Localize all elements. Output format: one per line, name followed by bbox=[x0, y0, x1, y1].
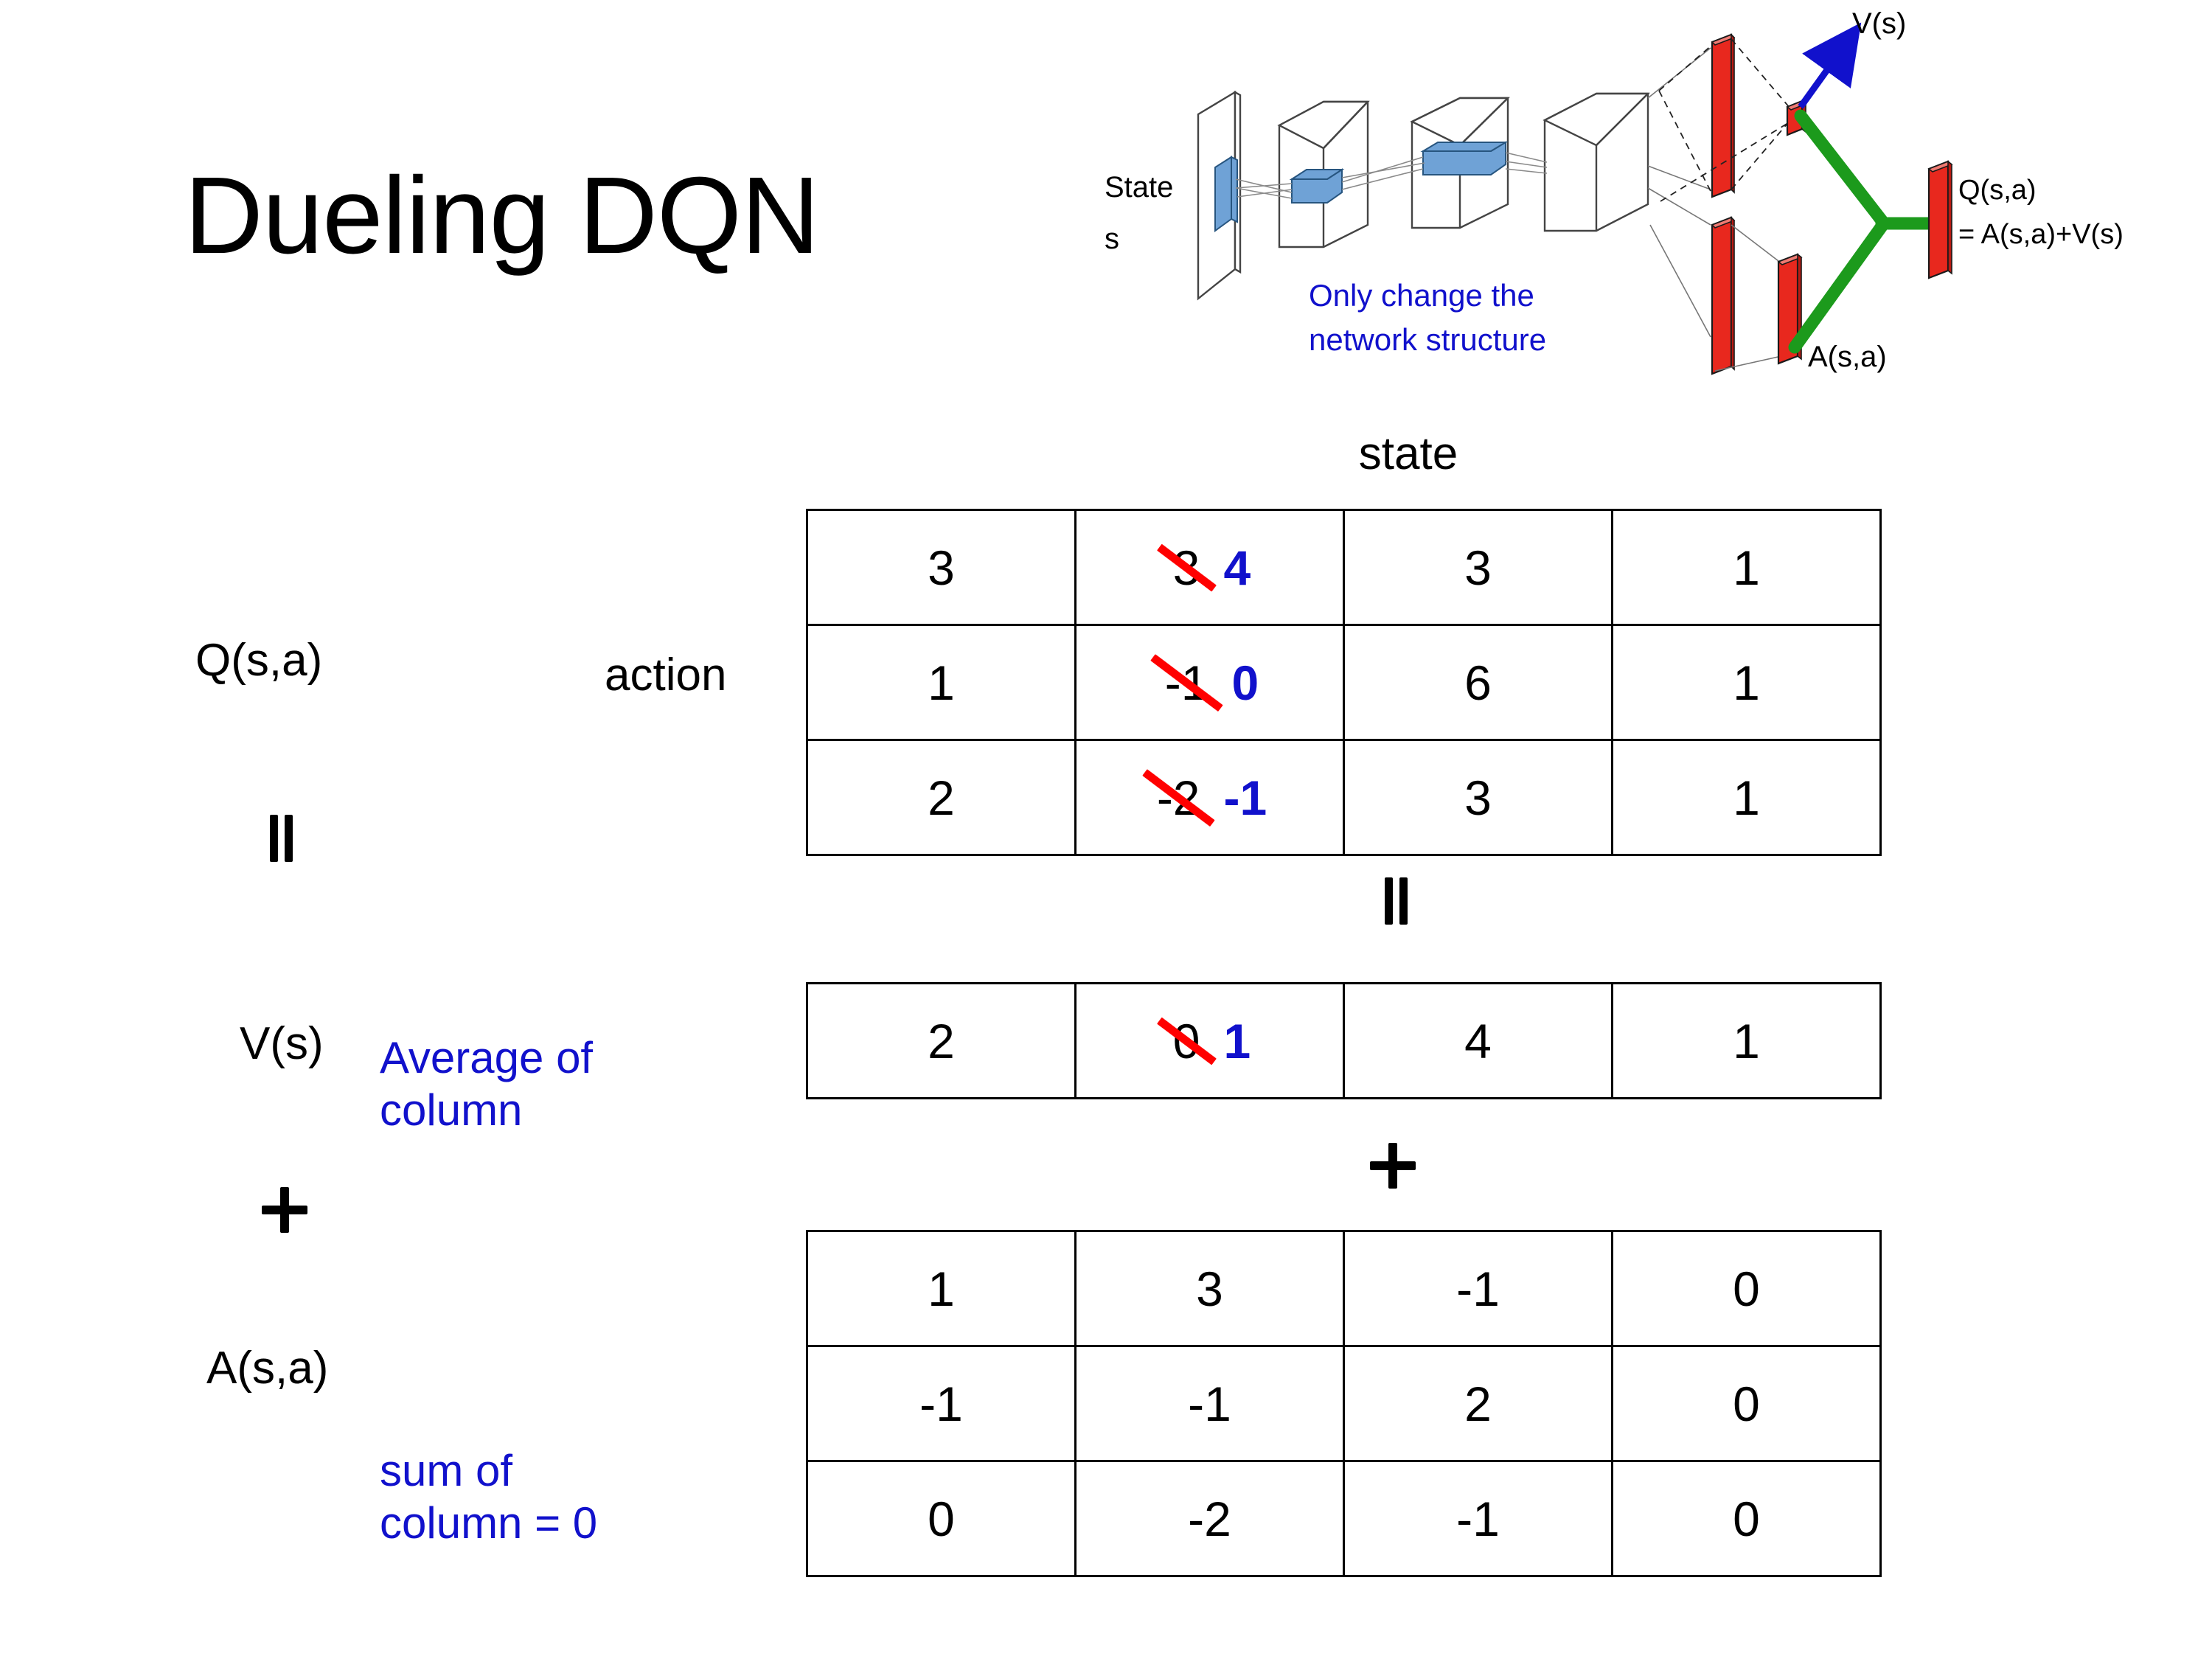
diagram-v-label: V(s) bbox=[1852, 7, 1906, 40]
a-table: 1 3 -1 0 -1 -1 2 0 0 -2 -1 0 bbox=[806, 1230, 1882, 1577]
q-cell-r1c2[interactable]: 6 bbox=[1343, 624, 1613, 741]
q-cell-r0c1-old: 3 bbox=[1169, 540, 1205, 596]
table-row: 2 0 1 4 1 bbox=[806, 982, 1882, 1099]
q-cell-r1c1-new: 0 bbox=[1231, 655, 1259, 710]
action-axis-label: action bbox=[605, 650, 727, 700]
v-cell-c1[interactable]: 0 1 bbox=[1074, 982, 1345, 1099]
q-cell-r1c1-old: -1 bbox=[1161, 655, 1213, 711]
plus-glyph bbox=[262, 1187, 307, 1233]
a-cell-r1c2[interactable]: 2 bbox=[1343, 1345, 1613, 1462]
q-cell-r0c2[interactable]: 3 bbox=[1343, 509, 1613, 626]
a-cell-r1c1[interactable]: -1 bbox=[1074, 1345, 1345, 1462]
a-cell-r0c2[interactable]: -1 bbox=[1343, 1230, 1613, 1347]
a-cell-r2c3[interactable]: 0 bbox=[1611, 1460, 1882, 1577]
q-function-label: Q(s,a) bbox=[195, 635, 323, 686]
q-cell-r2c2[interactable]: 3 bbox=[1343, 739, 1613, 856]
q-cell-r2c1[interactable]: -2 -1 bbox=[1074, 739, 1345, 856]
table-row: 1 3 -1 0 bbox=[806, 1230, 1882, 1347]
v-cell-c3[interactable]: 1 bbox=[1611, 982, 1882, 1099]
q-cell-r2c3[interactable]: 1 bbox=[1611, 739, 1882, 856]
q-cell-r1c1[interactable]: -1 0 bbox=[1074, 624, 1345, 741]
diagram-q-label-line2: = A(s,a)+V(s) bbox=[1958, 219, 2124, 250]
diagram-note-line2: network structure bbox=[1309, 322, 1546, 357]
a-function-label: A(s,a) bbox=[206, 1343, 329, 1394]
page-title: Dueling DQN bbox=[184, 155, 820, 276]
state-axis-label: state bbox=[1358, 428, 1458, 479]
table-row: 2 -2 -1 3 1 bbox=[806, 739, 1882, 856]
q-cell-r0c1-new: 4 bbox=[1223, 540, 1251, 595]
v-cell-c0[interactable]: 2 bbox=[806, 982, 1077, 1099]
a-cell-r1c0[interactable]: -1 bbox=[806, 1345, 1077, 1462]
v-cell-c2[interactable]: 4 bbox=[1343, 982, 1613, 1099]
q-table: 3 3 4 3 1 1 -1 0 6 1 2 bbox=[806, 509, 1882, 856]
q-cell-r0c1[interactable]: 3 4 bbox=[1074, 509, 1345, 626]
equals-sign-middle bbox=[1380, 877, 1410, 928]
equals-sign-left bbox=[265, 815, 295, 866]
a-cell-r0c3[interactable]: 0 bbox=[1611, 1230, 1882, 1347]
sum-note-line1: sum of bbox=[380, 1446, 513, 1495]
table-row: -1 -1 2 0 bbox=[806, 1345, 1882, 1462]
q-cell-r1c3[interactable]: 1 bbox=[1611, 624, 1882, 741]
equals-glyph bbox=[1380, 877, 1410, 925]
q-cell-r2c1-new: -1 bbox=[1223, 770, 1267, 825]
dueling-network-diagram: V(s) A(s,a) Q(s,a) bbox=[1099, 4, 2205, 406]
v-cell-c1-new: 1 bbox=[1223, 1013, 1251, 1068]
plus-sign-left bbox=[262, 1187, 307, 1237]
v-cell-c1-old: 0 bbox=[1169, 1013, 1205, 1069]
a-cell-r2c1[interactable]: -2 bbox=[1074, 1460, 1345, 1577]
a-cell-r0c1[interactable]: 3 bbox=[1074, 1230, 1345, 1347]
table-row: 0 -2 -1 0 bbox=[806, 1460, 1882, 1577]
diagram-note-line1: Only change the bbox=[1309, 278, 1534, 313]
a-cell-r0c0[interactable]: 1 bbox=[806, 1230, 1077, 1347]
average-note-line2: column bbox=[380, 1085, 523, 1135]
table-row: 3 3 4 3 1 bbox=[806, 509, 1882, 626]
plus-glyph bbox=[1370, 1143, 1416, 1189]
average-of-column-note: Average of column bbox=[380, 1032, 719, 1137]
v-table: 2 0 1 4 1 bbox=[806, 982, 1882, 1099]
equals-glyph bbox=[265, 815, 295, 862]
q-cell-r2c0[interactable]: 2 bbox=[806, 739, 1077, 856]
q-cell-r0c3[interactable]: 1 bbox=[1611, 509, 1882, 626]
plus-sign-middle bbox=[1370, 1143, 1416, 1192]
q-cell-r1c0[interactable]: 1 bbox=[806, 624, 1077, 741]
a-cell-r2c2[interactable]: -1 bbox=[1343, 1460, 1613, 1577]
a-cell-r1c3[interactable]: 0 bbox=[1611, 1345, 1882, 1462]
diagram-state-label-line1: State bbox=[1105, 171, 1173, 204]
diagram-q-label-line1: Q(s,a) bbox=[1958, 175, 2037, 206]
sum-note-line2: column = 0 bbox=[380, 1498, 598, 1548]
q-cell-r2c1-old: -2 bbox=[1152, 770, 1205, 826]
average-note-line1: Average of bbox=[380, 1033, 594, 1082]
diagram-state-label-line2: s bbox=[1105, 223, 1119, 255]
diagram-a-label: A(s,a) bbox=[1808, 341, 1887, 373]
v-function-label: V(s) bbox=[240, 1018, 324, 1069]
sum-of-column-note: sum of column = 0 bbox=[380, 1445, 763, 1550]
table-row: 1 -1 0 6 1 bbox=[806, 624, 1882, 741]
q-cell-r0c0[interactable]: 3 bbox=[806, 509, 1077, 626]
a-cell-r2c0[interactable]: 0 bbox=[806, 1460, 1077, 1577]
